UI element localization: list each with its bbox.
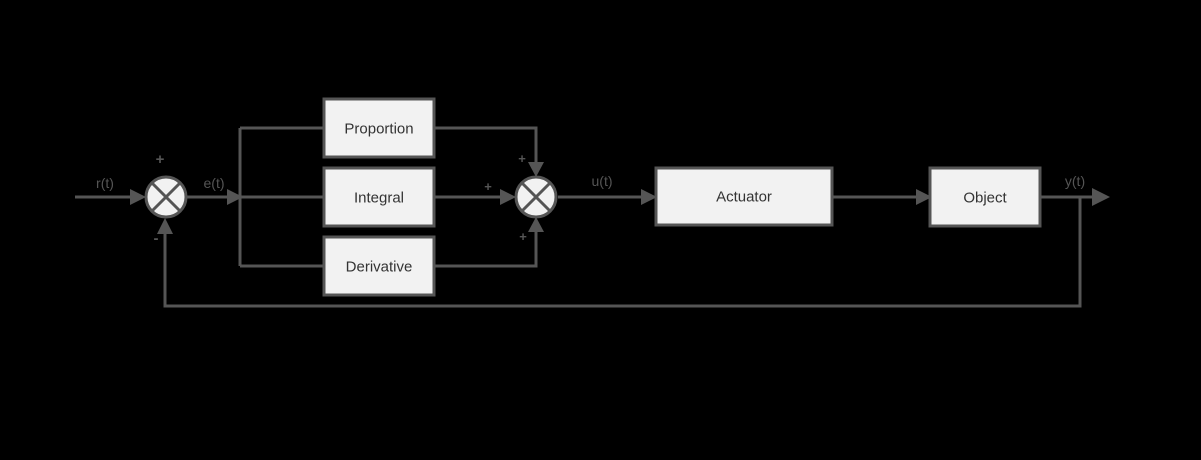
- arrowheads: [130, 162, 1110, 234]
- arrowhead-output: [1092, 188, 1110, 206]
- block-integral-label: Integral: [354, 190, 404, 207]
- sum2-top-plus-sign: +: [518, 151, 526, 166]
- signal-control-label: u(t): [592, 173, 613, 189]
- wires: [75, 126, 1093, 308]
- block-proportion: Proportion: [322, 97, 436, 159]
- sum1-plus-sign: +: [156, 151, 165, 168]
- block-integral: Integral: [322, 166, 436, 228]
- arrowhead-feedback: [157, 218, 173, 234]
- arrowhead-proportion: [528, 162, 544, 177]
- arrowhead-error: [227, 189, 243, 205]
- arrowhead-control: [641, 189, 657, 205]
- signal-error-label: e(t): [204, 175, 225, 191]
- arrowhead-input: [130, 189, 146, 205]
- arrowhead-derivative: [528, 217, 544, 232]
- signal-reference-label: r(t): [96, 175, 114, 191]
- summing-junction-1: [144, 175, 188, 219]
- block-actuator: Actuator: [654, 166, 834, 227]
- summing-junction-2: [514, 175, 558, 219]
- block-object: Object: [928, 166, 1042, 228]
- block-derivative: Derivative: [322, 235, 436, 297]
- arrowhead-integral: [500, 189, 516, 205]
- sum2-bottom-plus-sign: +: [519, 229, 527, 244]
- block-derivative-label: Derivative: [346, 259, 413, 276]
- arrowhead-actuator: [916, 189, 932, 205]
- wire-derivative-out: [434, 230, 538, 268]
- sum1-minus-sign: -: [154, 230, 159, 247]
- block-actuator-label: Actuator: [716, 189, 772, 206]
- block-proportion-label: Proportion: [344, 121, 413, 138]
- sum2-left-plus-sign: +: [484, 179, 492, 194]
- wire-proportion-out: [434, 126, 538, 164]
- signal-output-label: y(t): [1065, 173, 1085, 189]
- wire-feedback: [163, 197, 1082, 308]
- block-object-label: Object: [963, 190, 1007, 207]
